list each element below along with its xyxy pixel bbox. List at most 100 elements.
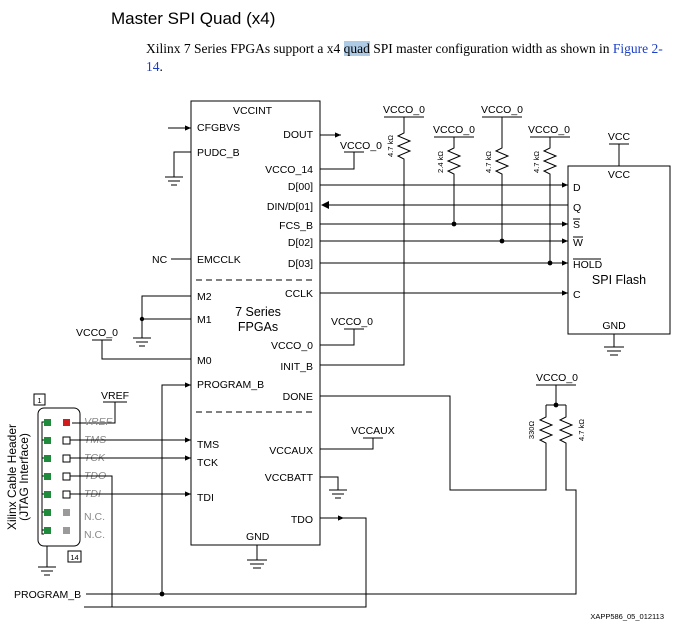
- jtag-pin-tdo: [62, 472, 71, 481]
- vcco14-label: VCCO_0: [340, 140, 382, 152]
- jtag-pin1-box: [33, 393, 46, 406]
- mode-junction: [139, 316, 145, 322]
- flash-gnd: GND: [602, 320, 626, 332]
- pin-cfgbvs: CFGBVS: [197, 122, 240, 134]
- m0-vcco-label: VCCO_0: [76, 327, 118, 339]
- jtag-gnd-bus: [41, 421, 44, 535]
- pin-d03: D[03]: [288, 258, 313, 270]
- vcco0-right-label: VCCO_0: [331, 316, 373, 328]
- r3-supply: VCCO_0: [481, 104, 523, 116]
- m0-wire: [92, 339, 191, 360]
- tdo-header-wire: [70, 475, 113, 607]
- pin-fcs-b: FCS_B: [279, 220, 313, 232]
- jtag-pin-nc-2: [63, 527, 70, 534]
- r5-done-pullup: [320, 395, 566, 491]
- fpga-vccint: VCCINT: [233, 105, 273, 117]
- jtag-ground-symbol: [38, 546, 56, 576]
- jtag-pin14-box: [67, 550, 82, 563]
- jtag-pin-vref: [63, 419, 70, 426]
- jtag-sig-nc-1: N.C.: [84, 511, 105, 523]
- flash-pin-hold: HOLD: [573, 259, 603, 271]
- r2-junction: [451, 221, 457, 227]
- pin-pudc-b: PUDC_B: [197, 147, 240, 159]
- r2-fcs-pullup: [434, 136, 474, 224]
- spi-flash-block: [567, 165, 671, 335]
- flash-pin-s: S: [573, 219, 580, 231]
- r4-d03-pullup: [530, 136, 570, 263]
- fpga-ground-symbol: [247, 545, 267, 569]
- jtag-pin-gnd-3: [44, 455, 51, 462]
- para-end: .: [159, 59, 163, 74]
- para-highlight: quad: [343, 41, 370, 56]
- mode-ground-symbol: [133, 337, 151, 347]
- r1-init-b-pullup: [320, 116, 424, 366]
- program-b-label: PROGRAM_B: [14, 589, 81, 601]
- flash-name: SPI Flash: [592, 273, 646, 287]
- jtag-pin-gnd-2: [44, 437, 51, 444]
- pin-din-d01: DIN/D[01]: [267, 201, 313, 213]
- jtag-pin-gnd-1: [44, 419, 51, 426]
- jtag-header: [37, 407, 81, 547]
- flash-vcc-top: VCC: [608, 131, 631, 143]
- figure-link[interactable]: Figure 2-14: [146, 41, 663, 74]
- done-supply: VCCO_0: [536, 372, 578, 384]
- pin-tdi: TDI: [197, 492, 214, 504]
- pin-emcclk: EMCCLK: [197, 254, 241, 266]
- jtag-pin1: 1: [37, 396, 41, 405]
- jtag-pin-gnd-6: [44, 509, 51, 516]
- r3-junction: [499, 238, 505, 244]
- description-paragraph: Xilinx 7 Series FPGAs support a x4 quad …: [146, 40, 666, 76]
- jtag-sig-vref: VREF: [84, 416, 113, 428]
- flash-vcc-in: VCC: [608, 169, 631, 181]
- flash-ground-symbol: [604, 334, 624, 356]
- pin-d02: D[02]: [288, 237, 313, 249]
- r3-value: 4.7 kΩ: [484, 151, 493, 173]
- pin-m0: M0: [197, 355, 212, 367]
- r4-supply: VCCO_0: [528, 124, 570, 136]
- vccaux-label: VCCAUX: [351, 425, 395, 437]
- fpga-title-1: 7 Series: [235, 305, 281, 319]
- flash-pin-q: Q: [573, 202, 581, 214]
- vccaux-wire: [320, 437, 383, 450]
- done-supply-wire: [536, 384, 576, 405]
- pin-vcco-0: VCCO_0: [271, 340, 313, 352]
- para-text: Xilinx 7 Series FPGAs support a x4: [146, 41, 344, 56]
- r3-d02-pullup: [482, 116, 522, 241]
- pin-program-b: PROGRAM_B: [197, 379, 264, 391]
- para-text-2: SPI master configuration width as shown …: [369, 41, 613, 56]
- jtag-pin-gnd-7: [44, 527, 51, 534]
- r1-supply: VCCO_0: [383, 104, 425, 116]
- jtag-label-1: Xilinx Cable Header: [5, 424, 19, 530]
- jtag-label-2: (JTAG Interface): [17, 433, 31, 521]
- figure-id: XAPP586_05_012113: [590, 612, 664, 621]
- jtag-pin-tms: [62, 436, 71, 445]
- pin-cclk: CCLK: [285, 288, 313, 300]
- jtag-pin14: 14: [70, 553, 78, 562]
- pin-tms: TMS: [197, 439, 219, 451]
- pin-init-b: INIT_B: [280, 361, 313, 373]
- r6-value: 4.7 kΩ: [577, 419, 586, 441]
- vcco14-wire: [320, 151, 364, 170]
- r4-junction: [547, 260, 553, 266]
- jtag-sig-nc-2: N.C.: [84, 529, 105, 541]
- fpga-block: [190, 100, 321, 546]
- pin-m1: M1: [197, 314, 212, 326]
- pin-done: DONE: [283, 391, 313, 403]
- jtag-pin-gnd-4: [44, 473, 51, 480]
- vref-label: VREF: [101, 390, 129, 402]
- section-heading: Master SPI Quad (x4): [111, 9, 276, 28]
- din-arrowhead: [321, 201, 329, 209]
- flash-pin-c: C: [573, 289, 581, 301]
- flash-pin-d: D: [573, 182, 581, 194]
- flash-pin-w: W: [573, 237, 583, 249]
- pin-vccaux: VCCAUX: [269, 445, 313, 457]
- fpga-title-2: FPGAs: [238, 320, 278, 334]
- vref-wire: [72, 401, 127, 424]
- jtag-pin-tdi: [62, 490, 71, 499]
- pin-d00: D[00]: [288, 181, 313, 193]
- vcco0-right-wire: [320, 328, 364, 346]
- pin-dout: DOUT: [283, 129, 313, 141]
- r2-supply: VCCO_0: [433, 124, 475, 136]
- jtag-pin-gnd-5: [44, 491, 51, 498]
